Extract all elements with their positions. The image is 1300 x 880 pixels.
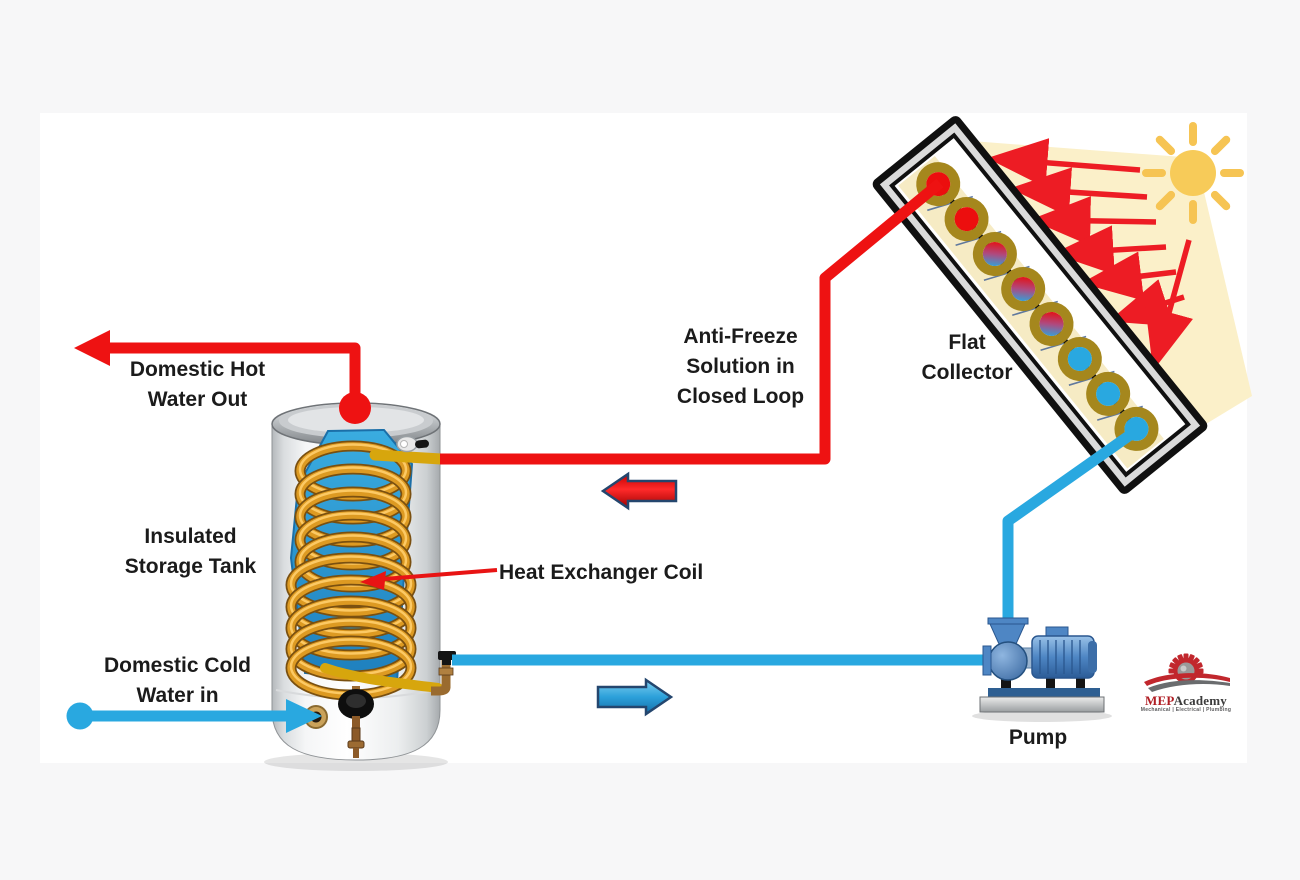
coil-inlet-tube [369, 449, 447, 465]
coil-outlet-tube [320, 663, 443, 693]
cold-water-arrowhead [286, 699, 322, 733]
label-insulated-storage-tank: Insulated Storage Tank [124, 525, 257, 578]
relief-valve [338, 686, 374, 728]
label-domestic-cold-water-in: Domestic Cold Water in [103, 654, 252, 707]
label-heat-exchanger-coil: Heat Exchanger Coil [499, 561, 704, 584]
label-anti-freeze-loop: Anti-Freeze Solution in Closed Loop [676, 325, 805, 408]
hot-outlet-port [339, 392, 371, 424]
drain-valve [347, 727, 365, 758]
hot-flow-arrow [600, 471, 678, 511]
domestic-cold-water-pipe [66, 699, 322, 733]
sun-icon [1142, 122, 1244, 224]
label-pump: Pump [1008, 726, 1068, 749]
label-domestic-hot-water-out: Domestic Hot Water Out [129, 358, 266, 411]
hot-water-arrowhead [74, 330, 110, 366]
mep-academy-logo: MEPAcademy Mechanical | Electrical | Plu… [1138, 650, 1234, 714]
cold-water-cap [66, 702, 94, 730]
outlet-valve [431, 651, 456, 696]
pump-icon [972, 617, 1112, 722]
label-flat-collector: Flat Collector [921, 331, 1013, 384]
tank-shadow [264, 753, 448, 771]
hot-supply-pipe-loop [440, 178, 944, 465]
cold-flow-arrow [596, 677, 674, 717]
mep-academy-wordmark: MEPAcademy [1145, 693, 1227, 708]
cold-return-pipe-loop [452, 423, 1144, 666]
mep-academy-gear-icon [1144, 653, 1230, 692]
heat-exchanger-coil [285, 440, 417, 701]
collector-tubes [916, 162, 1159, 451]
solar-radiation-arrows [987, 138, 1193, 371]
heat-exchanger-pointer-arrow [360, 568, 498, 590]
domestic-hot-water-pipe [74, 330, 371, 424]
insulated-storage-tank [264, 402, 456, 771]
flat-collector [872, 116, 1208, 494]
mep-academy-tagline: Mechanical | Electrical | Plumbing [1140, 707, 1232, 713]
